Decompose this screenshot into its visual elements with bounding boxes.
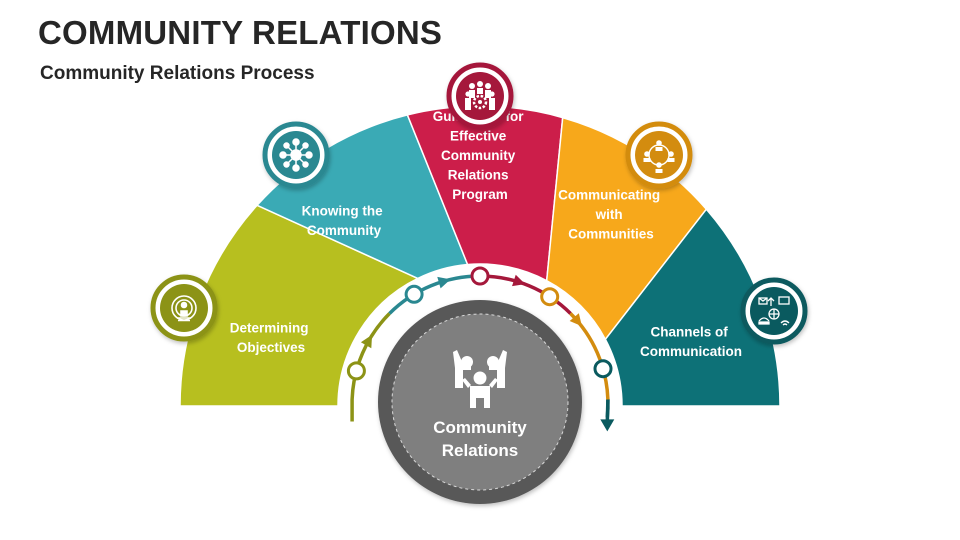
network-hub-icon (279, 138, 313, 172)
step-label-line: Relations (448, 168, 509, 183)
communication-channels-icon (758, 296, 790, 326)
step-label-line: with (595, 207, 623, 222)
arc-end-arrowhead (600, 419, 615, 432)
arc-node (404, 284, 424, 304)
step-label-line: Communicating (558, 188, 660, 203)
center-hub: Community Relations (378, 300, 582, 504)
step-label-line: Community (307, 223, 382, 238)
process-segments (179, 105, 781, 407)
arc-segment (388, 274, 481, 315)
center-label-line2: Relations (442, 441, 519, 460)
badge-knowing-the-community (262, 121, 330, 189)
step-label-knowing-the-community: Knowing the Community (302, 203, 387, 238)
progress-arc (346, 266, 615, 432)
segment-channels-of-communication (604, 208, 781, 407)
step-label-determining-objectives: Determining Objectives (230, 320, 313, 355)
badge-guidelines-program (446, 62, 514, 130)
badge-fill (635, 131, 683, 179)
arc-arrowhead (512, 274, 526, 287)
step-label-line: Program (452, 187, 508, 202)
step-label-communicating-with-communities: Communicating with Communities (558, 188, 664, 242)
page-subtitle: Community Relations Process (40, 63, 315, 84)
arc-segment (350, 312, 391, 400)
arc-arrowhead (437, 276, 451, 289)
badge-determining-objectives (150, 274, 218, 342)
badge-communicating-with-communities (625, 121, 693, 189)
people-cheering-icon (453, 350, 507, 408)
badge-channels-of-communication (740, 277, 808, 345)
step-label-line: Knowing the (302, 203, 383, 218)
step-label-line: Communication (640, 344, 742, 359)
step-label-line: Channels of (650, 324, 728, 339)
step-label-line: Objectives (237, 340, 305, 355)
center-inner-circle (391, 313, 569, 491)
step-label-line: Community (441, 148, 516, 163)
center-label-line1: Community (433, 418, 527, 437)
page-title: COMMUNITY RELATIONS (38, 14, 443, 51)
arc-arrowhead (569, 313, 582, 327)
step-label-channels-of-communication: Channels of Communication (640, 324, 742, 359)
arc-arrowhead (360, 334, 373, 349)
arc-node (593, 359, 613, 379)
target-person-icon (171, 295, 197, 322)
team-gear-icon (465, 81, 495, 110)
step-label-line: Effective (450, 129, 507, 144)
arc-end (605, 399, 610, 422)
badge-fill (456, 72, 504, 120)
arc-segment (479, 274, 572, 315)
arc-node (346, 361, 366, 381)
arc-node (470, 266, 490, 286)
step-label-line: Determining (230, 320, 309, 335)
step-label-line: Communities (568, 227, 654, 242)
segment-knowing-the-community (255, 114, 469, 280)
circle-of-people-icon (643, 140, 675, 173)
arc-node (540, 287, 560, 307)
